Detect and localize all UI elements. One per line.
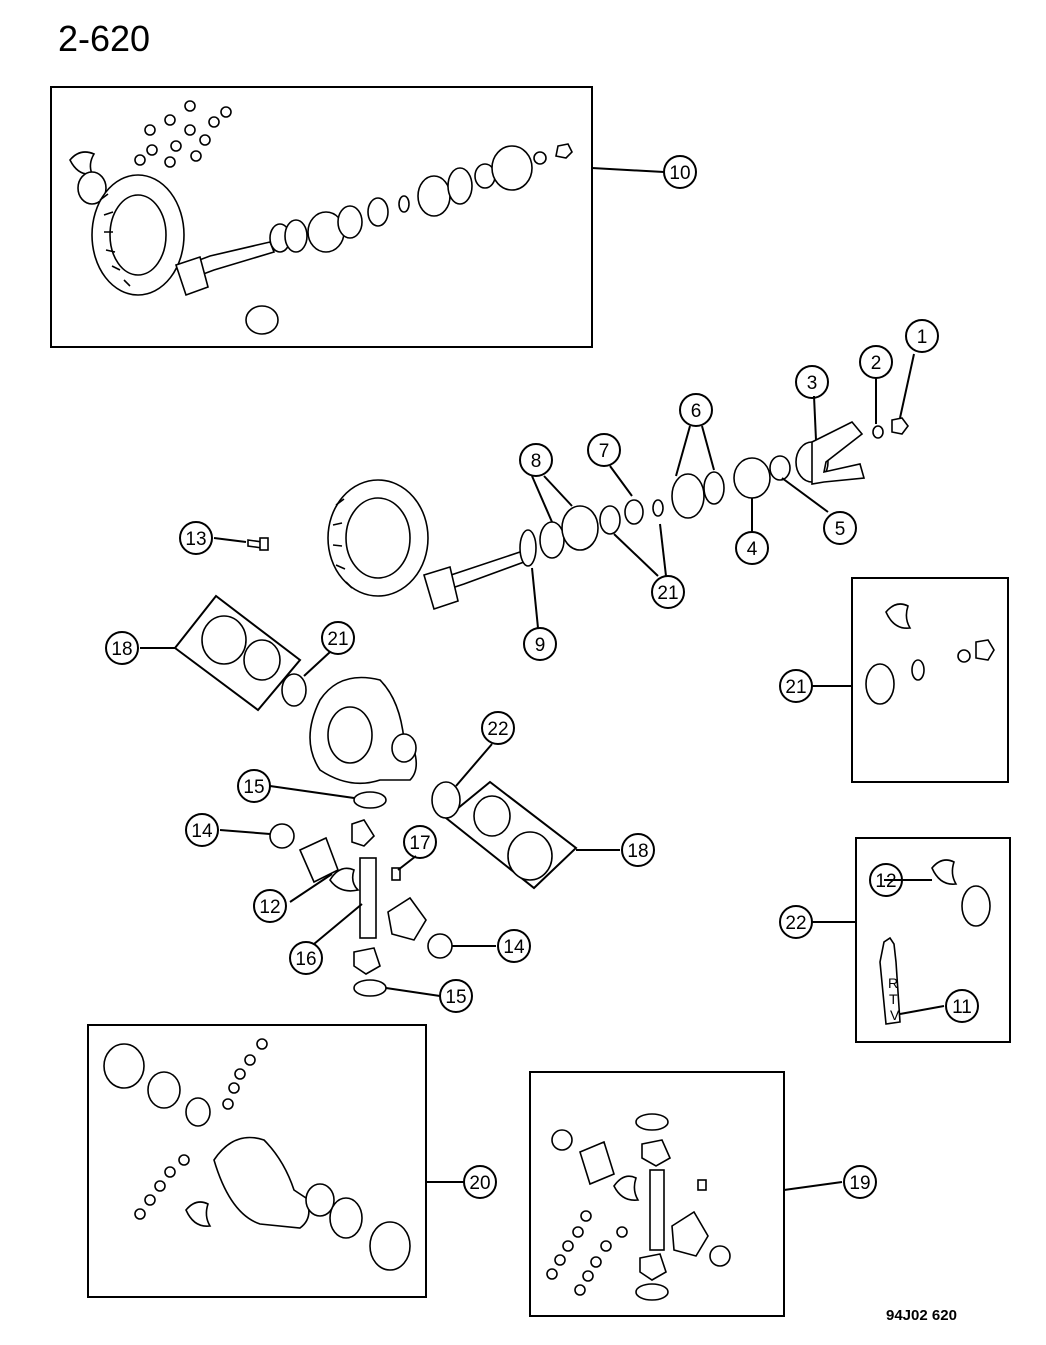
rtv-sealant-tube: R T V [879,936,901,1025]
callout-21: 21 [321,621,355,655]
callout-4: 4 [735,531,769,565]
ring-gear-center [327,479,429,597]
rtv-letter-t: T [889,991,898,1007]
callout-13: 13 [179,521,213,555]
callout-12: 12 [869,863,903,897]
bearing-cup-right [444,780,578,890]
callout-15b: 15 [439,979,473,1013]
callout-21c: 21 [779,669,813,703]
svg-text:5: 5 [835,519,846,540]
svg-text:2: 2 [871,353,882,374]
callout-10: 10 [663,155,697,189]
ring-gear [91,174,185,296]
callout-leaders [140,353,945,1191]
callout-14b: 14 [497,929,531,963]
callout-9: 9 [523,627,557,661]
callout-14: 14 [185,813,219,847]
svg-text:15: 15 [243,777,264,798]
rtv-letter-r: R [888,975,898,991]
ring-gear-bolts [134,100,232,168]
kit-box-20 [87,1024,427,1298]
svg-text:22: 22 [487,719,508,740]
cross-shaft [359,857,377,939]
svg-text:8: 8 [531,451,542,472]
pinion-yoke [795,421,866,485]
svg-text:13: 13 [185,529,206,550]
svg-text:22: 22 [785,913,806,934]
svg-text:21: 21 [785,677,806,698]
svg-text:12: 12 [259,897,280,918]
svg-text:21: 21 [657,583,678,604]
callout-2: 2 [859,345,893,379]
callout-6: 6 [679,393,713,427]
svg-text:12: 12 [875,871,896,892]
case-bolts [134,1038,268,1220]
svg-text:3: 3 [807,373,818,394]
callout-11: 11 [945,989,979,1023]
svg-text:16: 16 [295,949,316,970]
clip [69,151,96,176]
page-title: 2-620 [58,18,151,59]
callout-7: 7 [587,433,621,467]
drawing-reference: 94J02 620 [886,1307,957,1324]
callout-22b: 22 [779,905,813,939]
callout-21b: 21 [651,575,685,609]
callout-16: 16 [289,941,323,975]
svg-text:20: 20 [469,1173,490,1194]
svg-text:15: 15 [445,987,466,1008]
svg-text:11: 11 [952,997,972,1018]
roll-pin [391,867,401,881]
kit-box-10 [50,86,665,348]
svg-text:4: 4 [747,539,758,560]
svg-text:18: 18 [111,639,132,660]
svg-text:14: 14 [503,937,525,958]
kit-box-21 [851,577,1009,783]
svg-text:7: 7 [599,441,610,462]
callout-17: 17 [403,825,437,859]
svg-text:21: 21 [327,629,348,650]
svg-text:6: 6 [691,401,702,422]
svg-text:18: 18 [627,841,648,862]
shim [77,171,107,205]
callout-1: 1 [905,319,939,353]
svg-text:19: 19 [849,1173,870,1194]
svg-text:1: 1 [917,327,928,348]
nut [891,417,909,435]
callout-5: 5 [823,511,857,545]
callout-20: 20 [463,1165,497,1199]
callout-15: 15 [237,769,271,803]
differential-case [309,676,418,785]
rtv-letter-v: V [890,1007,900,1023]
callout-22: 22 [481,711,515,745]
washer [872,425,884,439]
svg-text:14: 14 [191,821,213,842]
callout-18: 18 [105,631,139,665]
callout-18b: 18 [621,833,655,867]
callout-8: 8 [519,443,553,477]
kit-box-22: R T V [855,837,1011,1043]
svg-text:9: 9 [535,635,546,656]
pinion-gear [174,241,276,297]
callout-3: 3 [795,365,829,399]
kit-box-19 [529,1071,785,1317]
bearing-cup-left [173,594,302,712]
callout-19: 19 [843,1165,877,1199]
callout-12b: 12 [253,889,287,923]
svg-text:17: 17 [409,833,430,854]
pinion-assembly [247,417,909,611]
svg-text:10: 10 [669,163,690,184]
kit-bolts [546,1210,628,1296]
